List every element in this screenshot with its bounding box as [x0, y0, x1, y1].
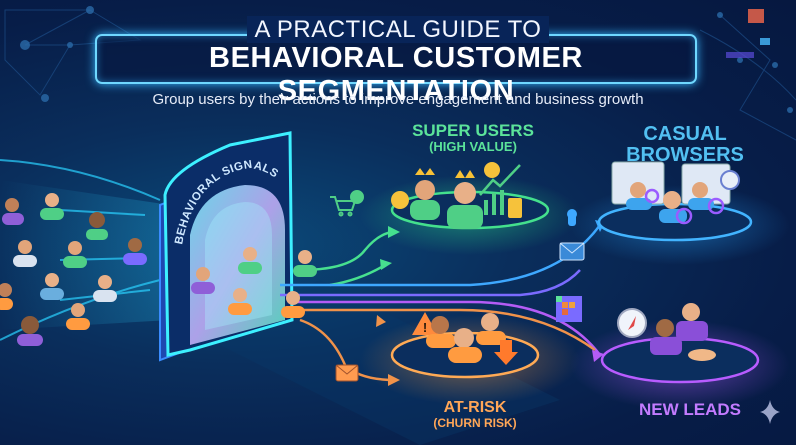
handshake-icon	[688, 349, 716, 361]
person-icon	[17, 316, 43, 346]
person-icon	[93, 275, 117, 302]
shopping-cart-check-icon	[330, 190, 364, 217]
down-arrow-icon	[494, 340, 518, 365]
magnifier-icon	[675, 207, 693, 225]
person-icon	[123, 238, 147, 265]
person-icon	[228, 288, 252, 315]
segment-casual-browsers: CASUAL BROWSERS	[615, 124, 755, 166]
person-icon	[66, 303, 90, 330]
segment-new-leads: NEW LEADS	[630, 401, 750, 419]
envelope-icon	[559, 242, 585, 261]
person-icon	[40, 273, 64, 300]
segment-label: NEW LEADS	[639, 400, 741, 419]
new-leads-figures	[617, 303, 716, 361]
person-icon	[13, 240, 37, 267]
gateway-label: BEHAVIORAL SIGNALS	[173, 159, 280, 246]
crown-icon	[415, 168, 435, 175]
segment-label: AT-RISK	[443, 399, 507, 416]
flow-to-at-risk	[290, 308, 596, 352]
segment-sublabel: (HIGH VALUE)	[429, 138, 517, 154]
segment-at-risk: AT-RISK (CHURN RISK)	[410, 399, 540, 430]
coin-icon	[484, 162, 500, 178]
magnifier-icon	[707, 197, 725, 215]
segment-label: CASUAL	[643, 123, 727, 145]
svg-text:BEHAVIORAL SIGNALS: BEHAVIORAL SIGNALS	[173, 159, 280, 246]
warning-icon	[412, 312, 438, 335]
segment-super-users: SUPER USERS (HIGH VALUE)	[398, 122, 548, 153]
person-icon	[40, 193, 64, 220]
sparkle-icon	[760, 400, 780, 424]
behavioral-signals-gateway	[159, 131, 294, 362]
subtitle: Group users by their actions to improve …	[152, 91, 644, 108]
person-icon	[2, 198, 24, 225]
segment-label: SUPER USERS	[412, 121, 534, 140]
title-top: A PRACTICAL GUIDE TO	[246, 16, 550, 43]
crown-icon	[455, 170, 475, 178]
person-icon	[86, 212, 108, 240]
person-icon	[238, 247, 262, 274]
person-icon	[293, 250, 317, 277]
clock-icon	[720, 170, 740, 190]
coin-icon	[391, 191, 409, 209]
magnifier-icon	[644, 188, 660, 204]
person-icon	[281, 291, 305, 318]
person-icon	[191, 267, 215, 294]
segment-sublabel: (CHURN RISK)	[433, 415, 517, 430]
person-icon	[63, 241, 87, 268]
person-icon	[0, 283, 13, 310]
page-title: BEHAVIORAL CUSTOMER SEGMENTATION	[209, 42, 583, 107]
casual-browsers-figures	[611, 161, 740, 225]
grid-icon	[556, 296, 582, 322]
click-hand-icon	[567, 209, 577, 226]
orange-envelope-icon	[335, 364, 359, 382]
svg-text:!: !	[423, 320, 427, 335]
super-users-figures	[391, 162, 522, 229]
growth-chart-icon	[484, 190, 504, 215]
segment-label-line2: BROWSERS	[626, 144, 744, 166]
at-risk-figures: !	[412, 312, 518, 365]
